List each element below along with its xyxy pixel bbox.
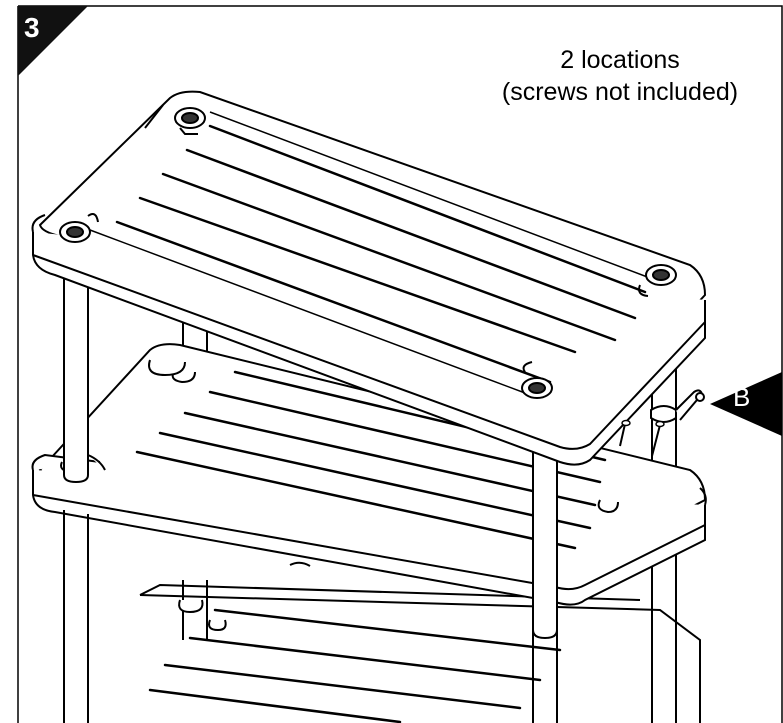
leg-collars (87, 359, 186, 471)
page-border (17, 5, 783, 723)
connector-caps (59, 107, 677, 399)
caption: 2 locations (screws not included) (470, 44, 770, 108)
caption-line-1: 2 locations (560, 46, 680, 74)
step-number-badge (18, 6, 88, 76)
screw-icon (619, 419, 665, 457)
tie-wrap-icon (650, 389, 705, 423)
front-legs (63, 278, 558, 723)
bottom-shelf (139, 583, 701, 723)
callout-arrow (710, 372, 782, 436)
caption-line-2: (screws not included) (501, 78, 739, 106)
top-shelf (31, 90, 707, 466)
callout-letter: B (733, 382, 751, 412)
step-number: 3 (24, 12, 40, 43)
